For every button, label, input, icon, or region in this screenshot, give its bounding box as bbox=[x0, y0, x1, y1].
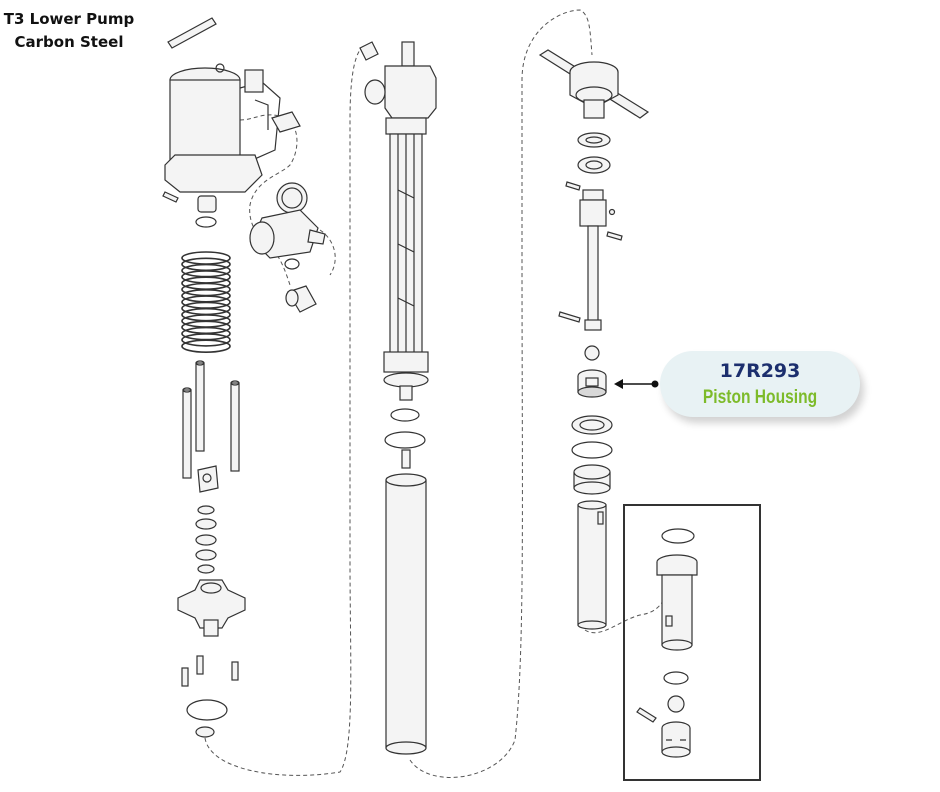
right-parts-column bbox=[538, 49, 650, 630]
valve-part bbox=[285, 285, 317, 313]
air-motor-part bbox=[164, 63, 281, 193]
displacement-rod-part bbox=[558, 181, 623, 331]
callout-pointer bbox=[614, 379, 659, 389]
spring-coil bbox=[181, 339, 231, 354]
title-line-2: Carbon Steel bbox=[14, 33, 124, 51]
cylinder-sleeve-part bbox=[577, 500, 607, 630]
mounting-bracket-part bbox=[177, 579, 246, 637]
top-nut-part bbox=[359, 41, 379, 61]
part-callout-bubble: 17R293 Piston Housing bbox=[660, 351, 860, 417]
packing-stack-part bbox=[195, 505, 217, 574]
fitting-part bbox=[271, 111, 301, 133]
pump-cylinder-part bbox=[385, 473, 427, 755]
wrench-handle-part bbox=[538, 49, 650, 119]
inlet-housing-part bbox=[656, 554, 698, 651]
part-name-label: Piston Housing bbox=[702, 387, 818, 408]
bottom-oring-part bbox=[186, 699, 228, 738]
displacement-rods-part bbox=[383, 133, 429, 401]
piston-housing-part bbox=[577, 369, 607, 398]
throat-seal-parts bbox=[577, 132, 611, 174]
bracket-bolts-part bbox=[181, 655, 239, 687]
spring-part bbox=[181, 251, 231, 354]
center-parts-column bbox=[359, 41, 437, 755]
packing-nut-part bbox=[197, 465, 219, 493]
part-number-label: 17R293 bbox=[719, 360, 801, 382]
ball-part bbox=[584, 345, 600, 361]
motor-bolt-part bbox=[162, 191, 217, 228]
small-pin-part bbox=[167, 17, 217, 49]
diagram-title: T3 Lower Pump Carbon Steel bbox=[0, 8, 138, 54]
inlet-assembly-detail bbox=[623, 504, 761, 781]
piston-seals-part bbox=[571, 415, 613, 495]
outlet-housing-part bbox=[364, 41, 437, 135]
title-line-1: T3 Lower Pump bbox=[3, 10, 135, 28]
inlet-pin-part bbox=[636, 707, 657, 723]
regulator-gauge-part bbox=[249, 182, 326, 270]
spring-coil bbox=[181, 333, 231, 347]
center-oring-parts bbox=[384, 408, 426, 469]
inlet-seat-part bbox=[661, 721, 691, 758]
tie-rod-parts bbox=[182, 360, 240, 479]
left-parts-column bbox=[162, 17, 326, 738]
inlet-ball-part bbox=[667, 695, 685, 713]
